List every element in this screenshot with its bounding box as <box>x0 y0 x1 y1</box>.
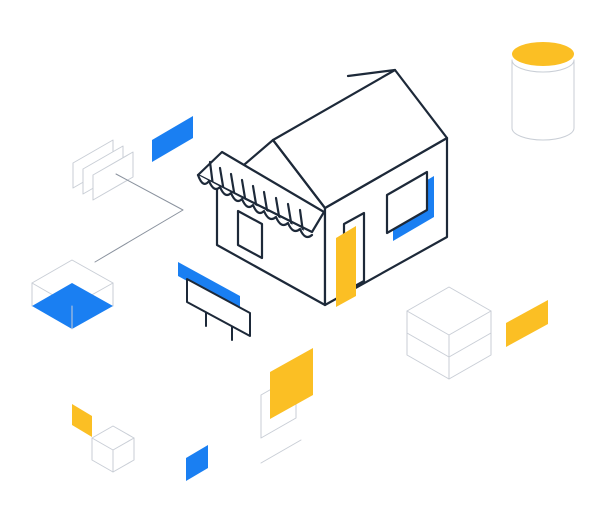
blue-tile-top-left <box>152 116 193 162</box>
blue-tile-bottom <box>186 445 208 481</box>
house-window <box>385 170 429 235</box>
small-cube-icon <box>91 425 135 473</box>
signboard-icon <box>178 262 251 341</box>
stacked-cards-icon <box>72 139 134 201</box>
accent-tiles <box>72 116 548 481</box>
yellow-tile-small-left <box>72 404 92 437</box>
database-cylinder-icon <box>511 42 575 141</box>
door-yellow-accent <box>336 226 356 307</box>
connector-line <box>94 173 184 263</box>
yellow-card-icon <box>260 348 313 464</box>
isometric-tray-icon <box>31 259 114 330</box>
storefront-illustration <box>196 68 449 307</box>
striped-awning <box>196 150 326 239</box>
yellow-tile-right <box>506 300 548 347</box>
stacked-cubes-icon <box>406 286 492 380</box>
front-window <box>236 209 264 260</box>
